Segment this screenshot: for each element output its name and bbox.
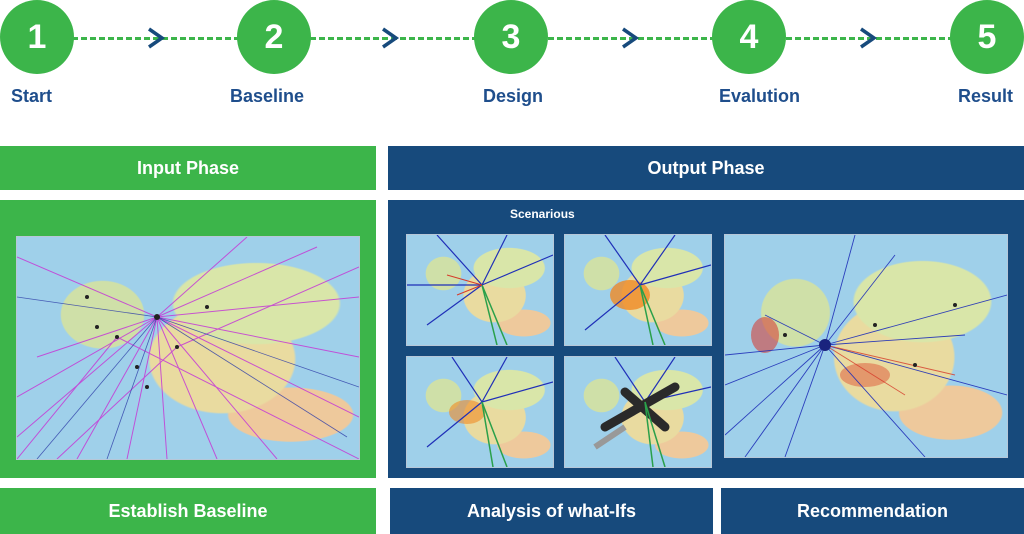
chevron-right-icon bbox=[622, 27, 640, 49]
step-3-number: 3 bbox=[501, 17, 521, 56]
input-phase-header: Input Phase bbox=[0, 146, 376, 190]
recommendation-routes-graphic bbox=[725, 235, 1007, 457]
step-1-label: Start bbox=[11, 86, 53, 106]
chevron-right-icon bbox=[860, 27, 878, 49]
step-2-number: 2 bbox=[264, 17, 284, 56]
scenario-map-4 bbox=[564, 356, 712, 468]
recommendation-bar: Recommendation bbox=[721, 488, 1024, 534]
recommendation-map bbox=[724, 234, 1008, 458]
scenario-3-routes-graphic bbox=[426, 357, 553, 467]
step-2-label: Baseline bbox=[230, 86, 305, 106]
step-5-label: Result bbox=[958, 86, 1014, 106]
step-3-label: Design bbox=[483, 86, 544, 106]
connector-4-5 bbox=[786, 37, 954, 40]
step-1-circle: 1 bbox=[0, 0, 74, 74]
baseline-network-map bbox=[16, 236, 360, 460]
scenario-map-2 bbox=[564, 234, 712, 346]
step-5-number: 5 bbox=[977, 17, 997, 56]
scenario-map-3 bbox=[406, 356, 554, 468]
chevron-right-icon bbox=[148, 27, 166, 49]
step-3-circle: 3 bbox=[474, 0, 548, 74]
step-4-number: 4 bbox=[739, 17, 759, 56]
input-panel bbox=[0, 200, 376, 478]
output-phase-header: Output Phase bbox=[388, 146, 1024, 190]
step-4-circle: 4 bbox=[712, 0, 786, 74]
step-2-circle: 2 bbox=[237, 0, 311, 74]
step-1-number: 1 bbox=[27, 17, 47, 56]
connector-3-4 bbox=[548, 37, 716, 40]
output-panel: Scenarious bbox=[388, 200, 1024, 478]
scenario-4-routes-graphic bbox=[593, 357, 711, 467]
step-4-label: Evalution bbox=[719, 86, 801, 106]
step-5-circle: 5 bbox=[950, 0, 1024, 74]
establish-baseline-bar: Establish Baseline bbox=[0, 488, 376, 534]
scenario-map-1 bbox=[406, 234, 554, 346]
scenario-1-routes-graphic bbox=[407, 235, 553, 345]
connector-1-2 bbox=[72, 37, 240, 40]
analysis-what-ifs-bar: Analysis of what-Ifs bbox=[390, 488, 713, 534]
scenario-2-routes-graphic bbox=[584, 235, 711, 345]
scenarios-label: Scenarious bbox=[510, 207, 575, 221]
baseline-routes-graphic bbox=[17, 237, 359, 459]
chevron-right-icon bbox=[382, 27, 400, 49]
